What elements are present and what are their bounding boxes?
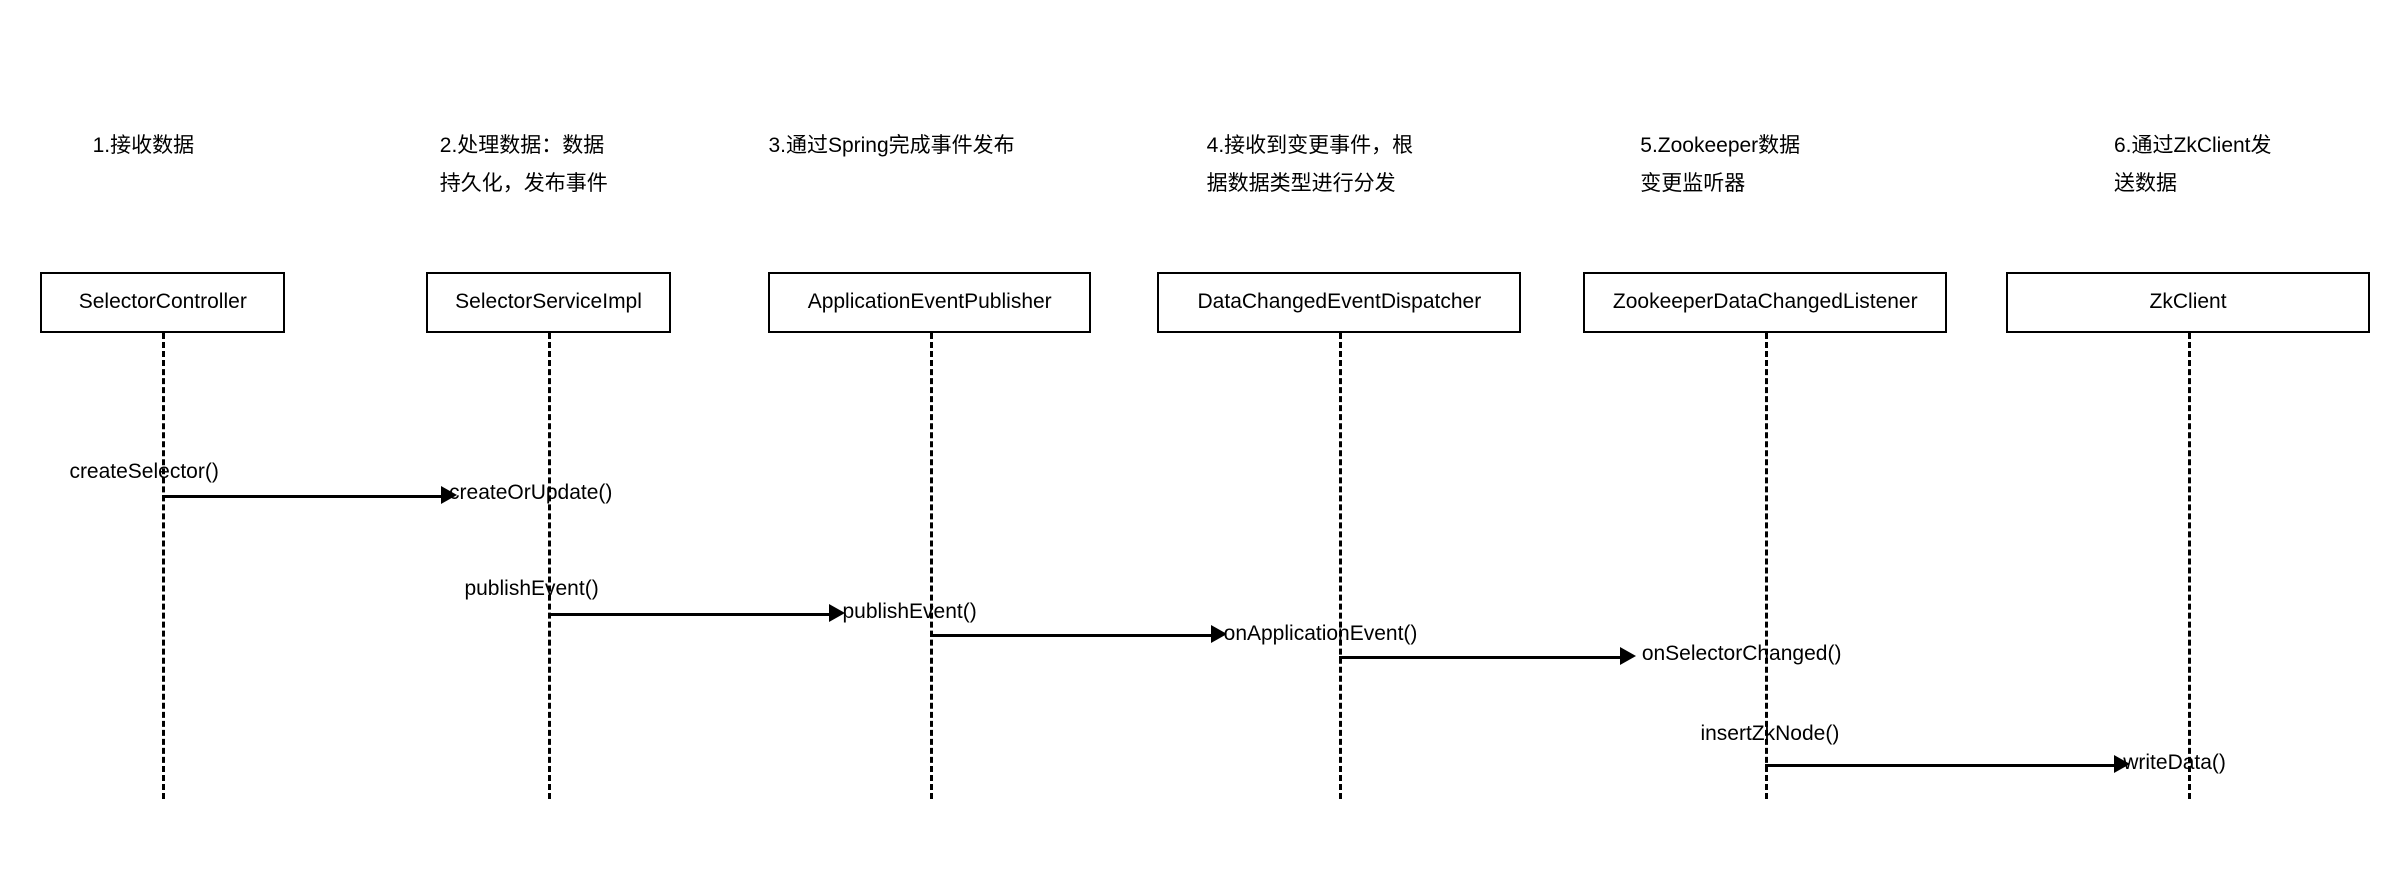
- lifeline-actor-application-event-publisher: [930, 333, 934, 800]
- msg-5-line: [1765, 763, 2114, 767]
- msg-1-line: [162, 495, 442, 499]
- msg-4-target-label: onSelectorChanged(): [1641, 641, 1842, 665]
- msg-4-line: [1339, 655, 1621, 659]
- note-line: 送数据: [2113, 171, 2177, 195]
- actor-label: SelectorController: [78, 290, 247, 314]
- note-line: 1.接收数据: [92, 133, 195, 157]
- note-line: 持久化，发布事件: [439, 171, 608, 195]
- note-4: 4.接收到变更事件，根据数据类型进行分发: [1207, 127, 1414, 203]
- note-3: 3.通过Spring完成事件发布: [768, 127, 1014, 165]
- actor-label: ZookeeperDataChangedListener: [1612, 290, 1918, 314]
- note-6: 6.通过ZkClient发送数据: [2114, 127, 2272, 203]
- actor-label: DataChangedEventDispatcher: [1197, 290, 1482, 314]
- actor-application-event-publisher[interactable]: ApplicationEventPublisher: [768, 271, 1091, 334]
- msg-5-target-label: writeData(): [2123, 751, 2226, 775]
- msg-5-source-label: insertZkNode(): [1700, 722, 1840, 746]
- msg-1-target-label: createOrUpdate(): [449, 481, 613, 505]
- note-line: 3.通过Spring完成事件发布: [768, 133, 1015, 157]
- actor-data-changed-event-dispatcher[interactable]: DataChangedEventDispatcher: [1157, 271, 1522, 334]
- msg-3-line: [930, 634, 1212, 638]
- msg-1-source-label: createSelector(): [69, 459, 219, 483]
- note-line: 2.处理数据：数据: [439, 133, 605, 157]
- msg-5-arrowhead-icon: [2113, 754, 2130, 773]
- actor-zookeeper-data-changed-listener[interactable]: ZookeeperDataChangedListener: [1583, 271, 1948, 334]
- msg-4-arrowhead-icon: [1620, 646, 1637, 665]
- msg-2-line: [547, 612, 829, 616]
- msg-2-target-label: publishEvent(): [842, 600, 977, 624]
- actor-zk-client[interactable]: ZkClient: [2005, 271, 2371, 334]
- note-5: 5.Zookeeper数据变更监听器: [1640, 127, 1800, 203]
- note-line: 6.通过ZkClient发: [2113, 133, 2272, 157]
- msg-3-target-label: onApplicationEvent(): [1223, 621, 1418, 645]
- actor-selector-controller[interactable]: SelectorController: [40, 271, 286, 334]
- actor-label: ApplicationEventPublisher: [807, 290, 1052, 314]
- note-line: 变更监听器: [1640, 171, 1746, 195]
- note-1: 1.接收数据: [93, 127, 195, 165]
- actor-label: SelectorServiceImpl: [455, 290, 642, 314]
- msg-2-source-label: publishEvent(): [464, 577, 599, 601]
- lifeline-actor-zk-client: [2188, 333, 2192, 800]
- note-line: 4.接收到变更事件，根: [1206, 133, 1414, 157]
- lifeline-actor-zookeeper-data-changed-listener: [1765, 333, 1769, 800]
- msg-2-arrowhead-icon: [828, 603, 845, 622]
- actor-label: ZkClient: [2149, 290, 2227, 314]
- lifeline-actor-data-changed-event-dispatcher: [1339, 333, 1343, 800]
- msg-3-arrowhead-icon: [1211, 625, 1228, 644]
- note-line: 5.Zookeeper数据: [1640, 133, 1801, 157]
- actor-selector-service-impl[interactable]: SelectorServiceImpl: [425, 271, 672, 334]
- note-2: 2.处理数据：数据持久化，发布事件: [440, 127, 608, 203]
- note-line: 据数据类型进行分发: [1206, 171, 1396, 195]
- lifeline-actor-selector-controller: [162, 333, 166, 800]
- msg-1-arrowhead-icon: [441, 486, 458, 505]
- lifeline-actor-selector-service-impl: [547, 333, 551, 800]
